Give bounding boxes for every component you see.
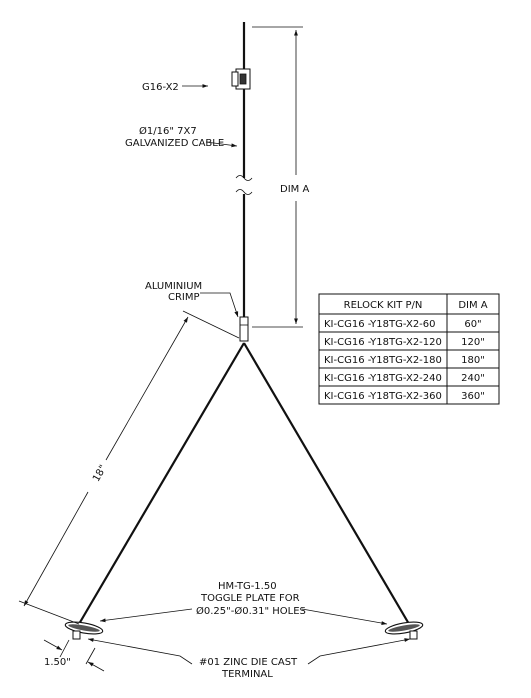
toggle-label-line3: Ø0.25"-Ø0.31" HOLES <box>196 605 306 617</box>
table-cell-dim-a: 120" <box>461 337 485 348</box>
crimp-leader <box>200 292 239 318</box>
vertical-cable <box>235 22 253 325</box>
crimp-label-line2: CRIMP <box>168 292 200 303</box>
toggle-leader-right <box>301 608 388 625</box>
dim-a-label: DIM A <box>280 184 309 195</box>
table-cell-dim-a: 60" <box>464 319 481 330</box>
toggle-leader-left <box>99 608 193 623</box>
cable-break-mark-bottom <box>235 189 253 195</box>
table-cell-part-number: KI-CG16 -Y18TG-X2-120 <box>324 337 442 348</box>
table-cell-dim-a: 240" <box>461 373 485 384</box>
dim-a-dimension <box>252 26 303 328</box>
relock-kit-table: RELOCK KIT P/N DIM A KI-CG16 -Y18TG-X2-6… <box>318 293 500 405</box>
toggle-label-line1: HM-TG-1.50 <box>218 581 277 592</box>
cable-break-mark-top <box>235 175 253 181</box>
offset-dimension <box>43 639 105 672</box>
aluminium-crimp <box>239 316 249 342</box>
terminal-label-line1: #01 ZINC DIE CAST <box>199 657 298 668</box>
gripper-label: G16-X2 <box>142 82 179 93</box>
table-header-dim-a: DIM A <box>458 300 487 311</box>
cable-label-line1: Ø1/16" 7X7 <box>139 125 197 137</box>
y-legs <box>78 342 410 625</box>
gripper-g16-x2 <box>231 68 251 90</box>
toggle-plate-right <box>384 621 424 640</box>
cable-label-line2: GALVANIZED CABLE <box>125 138 224 149</box>
table-cell-part-number: KI-CG16 -Y18TG-X2-360 <box>324 391 442 402</box>
toggle-label-line2: TOGGLE PLATE FOR <box>200 593 300 604</box>
terminal-label-line2: TERMINAL <box>221 669 273 680</box>
length-dimension <box>18 310 240 625</box>
cable-leader <box>205 141 238 148</box>
table-cell-dim-a: 180" <box>461 355 485 366</box>
offset-label: 1.50" <box>44 657 71 668</box>
length-label: 18" <box>91 463 109 484</box>
table-cell-dim-a: 360" <box>461 391 485 402</box>
toggle-plate-left <box>64 621 104 640</box>
terminal-leader-left <box>87 638 193 665</box>
table-cell-part-number: KI-CG16 -Y18TG-X2-60 <box>324 319 436 330</box>
table-cell-part-number: KI-CG16 -Y18TG-X2-180 <box>324 355 442 366</box>
table-cell-part-number: KI-CG16 -Y18TG-X2-240 <box>324 373 442 384</box>
table-header-part-number: RELOCK KIT P/N <box>344 300 423 311</box>
crimp-label-line1: ALUMINIUM <box>145 281 202 292</box>
terminal-leader-right <box>307 638 411 665</box>
